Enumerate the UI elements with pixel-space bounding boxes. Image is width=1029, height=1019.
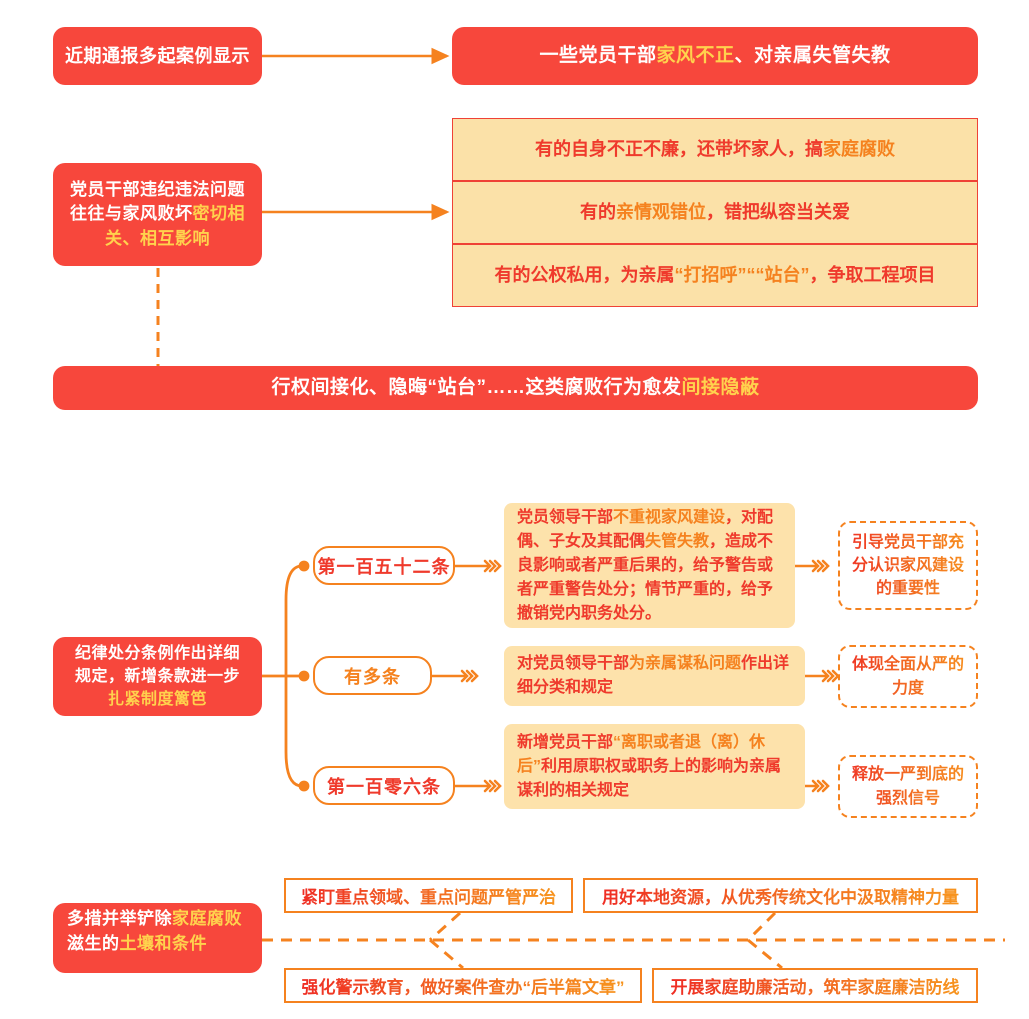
measure-top-2: 用好本地资源，从优秀传统文化中汲取精神力量 <box>583 878 978 913</box>
regulation-card-line2: 规定，新增条款进一步 <box>74 667 240 685</box>
article-content-152-text: 党员领导干部不重视家风建设，对配偶、子女及其配偶失管失教，造成不良影响或者严重后… <box>517 508 774 622</box>
branch-bracket <box>260 564 304 788</box>
triple-chevron-icon <box>430 559 502 793</box>
detail-row-3-text: 有的公权私用，为亲属“打招呼”““站台”，争取工程项目 <box>494 265 936 285</box>
article-content-multiple: 对党员领导干部为亲属谋私问题作出详细分类和规定 <box>504 646 805 706</box>
headline-banner: 一些党员干部家风不正、对亲属失管失教 <box>452 27 978 85</box>
detail-row-1-text: 有的自身不正不廉，还带坏家人，搞家庭腐败 <box>535 139 895 159</box>
article-pill-multiple[interactable]: 有多条 <box>313 656 432 695</box>
cause-card-line2: 往往与家风败坏密切相 <box>70 204 245 224</box>
article-pill-152[interactable]: 第一百五十二条 <box>313 546 455 585</box>
source-pill-label: 近期通报多起案例显示 <box>65 45 250 66</box>
regulation-card: 纪律处分条例作出详细 规定，新增条款进一步 扎紧制度篱笆 <box>53 637 262 716</box>
detail-row-1: 有的自身不正不廉，还带坏家人，搞家庭腐败 <box>452 118 978 181</box>
regulation-card-line1: 纪律处分条例作出详细 <box>74 644 240 662</box>
conclusion-banner-text: 行权间接化、隐晦“站台”……这类腐败行为愈发间接隐蔽 <box>271 377 760 399</box>
measure-bottom-2: 开展家庭助廉活动，筑牢家庭廉洁防线 <box>652 968 978 1003</box>
headline-text: 一些党员干部家风不正、对亲属失管失教 <box>539 45 891 67</box>
measure-top-1: 紧盯重点领域、重点问题严管严治 <box>284 878 573 913</box>
measures-card-line1: 多措并举铲除家庭腐败 <box>67 909 242 928</box>
dashed-measure-spine <box>262 911 1005 970</box>
article-content-multiple-text: 对党员领导干部为亲属谋私问题作出详细分类和规定 <box>517 655 790 696</box>
article-content-152: 党员领导干部不重视家风建设，对配偶、子女及其配偶失管失教，造成不良影响或者严重后… <box>504 503 795 628</box>
cause-card-line1: 党员干部违纪违法问题 <box>70 179 245 199</box>
measures-card-line2: 滋生的土壤和条件 <box>67 933 207 953</box>
detail-row-3: 有的公权私用，为亲属“打招呼”““站台”，争取工程项目 <box>452 244 978 307</box>
callout-152: 引导党员干部充分认识家风建设的重要性 <box>838 521 978 610</box>
cause-card-line3: 关、相互影响 <box>105 228 210 248</box>
source-pill[interactable]: 近期通报多起案例显示 <box>53 27 262 85</box>
regulation-card-line3: 扎紧制度篱笆 <box>107 691 207 709</box>
callout-multiple: 体现全面从严的力度 <box>838 645 978 708</box>
detail-row-2: 有的亲情观错位，错把纵容当关爱 <box>452 181 978 244</box>
conclusion-banner: 行权间接化、隐晦“站台”……这类腐败行为愈发间接隐蔽 <box>53 366 978 410</box>
measure-bottom-1: 强化警示教育，做好案件查办“后半篇文章” <box>284 968 642 1003</box>
article-content-106: 新增党员干部“离职或者退（离）休后”利用原职权或职务上的影响为亲属谋利的相关规定 <box>504 724 805 809</box>
callout-106: 释放一严到底的强烈信号 <box>838 755 978 818</box>
measures-card: 多措并举铲除家庭腐败 滋生的土壤和条件 <box>53 903 262 973</box>
article-content-106-text: 新增党员干部“离职或者退（离）休后”利用原职权或职务上的影响为亲属谋利的相关规定 <box>517 733 782 799</box>
article-pill-106[interactable]: 第一百零六条 <box>313 766 455 805</box>
branch-dot-icon <box>298 560 310 792</box>
detail-row-2-text: 有的亲情观错位，错把纵容当关爱 <box>580 202 850 222</box>
cause-card: 党员干部违纪违法问题 往往与家风败坏密切相 关、相互影响 <box>53 163 262 266</box>
